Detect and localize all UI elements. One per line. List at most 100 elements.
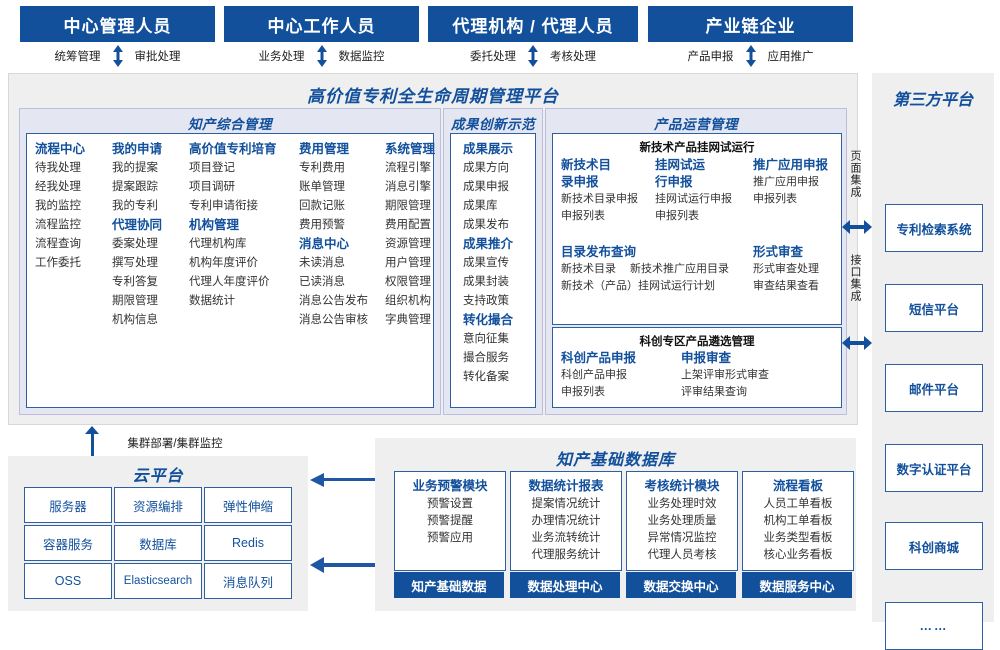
db-item[interactable]: 代理服务统计 — [531, 549, 601, 561]
role-card-3[interactable]: 产业链企业 — [648, 6, 853, 42]
db-item[interactable]: 预警设置 — [427, 498, 473, 510]
zcgl-item[interactable]: 机构年度评价 — [189, 257, 258, 269]
cgcx-item[interactable]: 成果封装 — [463, 276, 509, 288]
zcgl-item[interactable]: 用户管理 — [385, 257, 431, 269]
zcgl-col3-head2[interactable]: 消息中心 — [299, 237, 350, 251]
db-foot-1[interactable]: 数据处理中心 — [510, 572, 620, 598]
zcgl-col1-head2[interactable]: 代理协同 — [112, 218, 163, 232]
zcgl-item[interactable]: 提案跟踪 — [112, 181, 158, 193]
cloud-cell-1[interactable]: 资源编排 — [114, 487, 202, 523]
db-item[interactable]: 预警提醒 — [427, 515, 473, 527]
cpyy-item[interactable]: 申报列表 — [753, 193, 797, 205]
db-item[interactable]: 异常情况监控 — [647, 532, 717, 544]
third-party-item-5[interactable]: …… — [885, 602, 983, 650]
zcgl-item[interactable]: 我的提案 — [112, 162, 158, 174]
cloud-cell-8[interactable]: 消息队列 — [204, 563, 292, 599]
cloud-cell-3[interactable]: 容器服务 — [24, 525, 112, 561]
db-foot-0[interactable]: 知产基础数据 — [394, 572, 504, 598]
zcgl-item[interactable]: 费用配置 — [385, 219, 431, 231]
cgcx-head-1[interactable]: 成果推介 — [463, 237, 514, 251]
zcgl-item[interactable]: 未读消息 — [299, 257, 345, 269]
third-party-item-1[interactable]: 短信平台 — [885, 284, 983, 332]
cgcx-item[interactable]: 成果宣传 — [463, 257, 509, 269]
zcgl-item[interactable]: 代理机构库 — [189, 238, 247, 250]
zcgl-col4-head[interactable]: 系统管理 — [385, 142, 436, 156]
cpyy-head[interactable]: 新技术目录申报 — [561, 158, 612, 189]
zcgl-item[interactable]: 期限管理 — [385, 200, 431, 212]
zcgl-item[interactable]: 撰写处理 — [112, 257, 158, 269]
cgcx-head-0[interactable]: 成果展示 — [463, 142, 514, 156]
cpyy-head[interactable]: 挂网试运行申报 — [655, 158, 706, 189]
zcgl-item[interactable]: 专利申请衔接 — [189, 200, 258, 212]
cloud-cell-2[interactable]: 弹性伸缩 — [204, 487, 292, 523]
zcgl-col0-head[interactable]: 流程中心 — [35, 142, 86, 156]
role-card-1[interactable]: 中心工作人员 — [224, 6, 419, 42]
zcgl-item[interactable]: 经我处理 — [35, 181, 81, 193]
zcgl-col3-head[interactable]: 费用管理 — [299, 142, 350, 156]
db-item[interactable]: 业务处理质量 — [647, 515, 717, 527]
third-party-item-0[interactable]: 专利检索系统 — [885, 204, 983, 252]
zcgl-item[interactable]: 权限管理 — [385, 276, 431, 288]
cpyy-head[interactable]: 科创产品申报 — [561, 351, 637, 365]
cpyy-item[interactable]: 新技术目录申报 — [561, 193, 638, 205]
db-item[interactable]: 预警应用 — [427, 532, 473, 544]
zcgl-item[interactable]: 期限管理 — [112, 295, 158, 307]
cloud-cell-0[interactable]: 服务器 — [24, 487, 112, 523]
zcgl-item[interactable]: 委案处理 — [112, 238, 158, 250]
cpyy-item[interactable]: 科创产品申报 — [561, 369, 627, 381]
role-card-0[interactable]: 中心管理人员 — [20, 6, 215, 42]
zcgl-item[interactable]: 组织机构 — [385, 295, 431, 307]
cgcx-item[interactable]: 转化备案 — [463, 371, 509, 383]
zcgl-item[interactable]: 待我处理 — [35, 162, 81, 174]
zcgl-item[interactable]: 流程监控 — [35, 219, 81, 231]
cloud-cell-4[interactable]: 数据库 — [114, 525, 202, 561]
db-item[interactable]: 提案情况统计 — [531, 498, 601, 510]
zcgl-item[interactable]: 我的专利 — [112, 200, 158, 212]
cpyy-item[interactable]: 新技术（产品）挂网试运行计划 — [561, 280, 715, 292]
zcgl-item[interactable]: 回款记账 — [299, 200, 345, 212]
third-party-item-2[interactable]: 邮件平台 — [885, 364, 983, 412]
db-item[interactable]: 人员工单看板 — [763, 498, 833, 510]
cloud-cell-5[interactable]: Redis — [204, 525, 292, 561]
cpyy-item[interactable]: 新技术目录 — [561, 263, 616, 275]
db-item[interactable]: 业务处理时效 — [647, 498, 717, 510]
zcgl-col2-head[interactable]: 高价值专利培育 — [189, 142, 277, 156]
cgcx-item[interactable]: 撮合服务 — [463, 352, 509, 364]
zcgl-item[interactable]: 专利答复 — [112, 276, 158, 288]
cgcx-head-2[interactable]: 转化撮合 — [463, 313, 514, 327]
cpyy-head[interactable]: 目录发布查询 — [561, 245, 637, 259]
db-item[interactable]: 核心业务看板 — [763, 549, 833, 561]
cpyy-item[interactable]: 申报列表 — [561, 210, 605, 222]
zcgl-item[interactable]: 消息公告发布 — [299, 295, 368, 307]
cpyy-item[interactable]: 形式审查处理 — [753, 263, 819, 275]
db-item[interactable]: 代理人员考核 — [647, 549, 717, 561]
zcgl-item[interactable]: 消息引擎 — [385, 181, 431, 193]
zcgl-item[interactable]: 机构信息 — [112, 314, 158, 326]
cgcx-item[interactable]: 支持政策 — [463, 295, 509, 307]
zcgl-item[interactable]: 工作委托 — [35, 257, 81, 269]
cpyy-head[interactable]: 推广应用申报 — [753, 158, 829, 172]
zcgl-col2-head2[interactable]: 机构管理 — [189, 218, 240, 232]
db-item[interactable]: 机构工单看板 — [763, 515, 833, 527]
cpyy-item[interactable]: 申报列表 — [561, 386, 605, 398]
zcgl-col1-head[interactable]: 我的申请 — [112, 142, 163, 156]
zcgl-item[interactable]: 已读消息 — [299, 276, 345, 288]
cpyy-item[interactable]: 挂网试运行申报 — [655, 193, 732, 205]
db-item[interactable]: 业务流转统计 — [531, 532, 601, 544]
zcgl-item[interactable]: 代理人年度评价 — [189, 276, 270, 288]
db-foot-2[interactable]: 数据交换中心 — [626, 572, 736, 598]
role-card-2[interactable]: 代理机构 / 代理人员 — [428, 6, 638, 42]
zcgl-item[interactable]: 费用预警 — [299, 219, 345, 231]
zcgl-item[interactable]: 字典管理 — [385, 314, 431, 326]
zcgl-item[interactable]: 流程查询 — [35, 238, 81, 250]
zcgl-item[interactable]: 资源管理 — [385, 238, 431, 250]
zcgl-item[interactable]: 专利费用 — [299, 162, 345, 174]
cloud-cell-7[interactable]: Elasticsearch — [114, 563, 202, 599]
zcgl-item[interactable]: 账单管理 — [299, 181, 345, 193]
cpyy-head[interactable]: 形式审查 — [753, 245, 804, 259]
cpyy-item[interactable]: 上架评审形式审查 — [681, 369, 769, 381]
zcgl-item[interactable]: 消息公告审核 — [299, 314, 368, 326]
db-foot-3[interactable]: 数据服务中心 — [742, 572, 852, 598]
cpyy-head[interactable]: 申报审查 — [681, 351, 732, 365]
cgcx-item[interactable]: 成果方向 — [463, 162, 509, 174]
